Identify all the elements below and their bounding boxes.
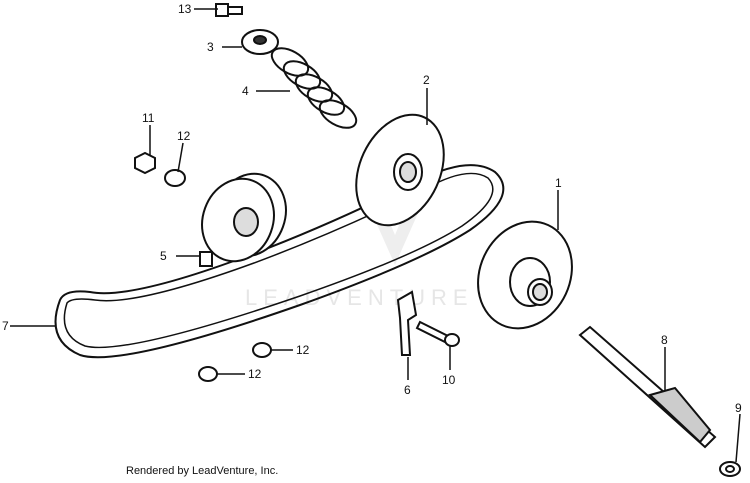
callout-3: 3 xyxy=(207,40,214,54)
callout-1: 1 xyxy=(555,176,562,190)
washer xyxy=(719,461,741,477)
callout-9: 9 xyxy=(735,401,742,415)
callout-4: 4 xyxy=(242,84,249,98)
callout-11: 11 xyxy=(142,111,155,125)
callout-13: 13 xyxy=(178,2,192,16)
spring xyxy=(270,47,358,129)
shaft xyxy=(578,325,717,449)
nut-12a xyxy=(164,169,186,187)
spring-cap xyxy=(241,29,279,55)
callout-12a: 12 xyxy=(177,129,191,143)
drive-pulley xyxy=(477,220,573,330)
nut-11 xyxy=(134,151,156,175)
watermark-text: LEADVENTURE xyxy=(245,285,474,310)
bolt-top xyxy=(215,3,243,17)
nut-12c xyxy=(198,366,218,382)
idler-pulley xyxy=(199,172,287,267)
callout-12b: 12 xyxy=(296,343,310,357)
callout-2: 2 xyxy=(423,73,430,87)
callout-10: 10 xyxy=(442,373,456,387)
footer-credit: Rendered by LeadVenture, Inc. xyxy=(126,465,279,477)
driven-pulley xyxy=(355,113,445,227)
leader-lines xyxy=(10,8,741,463)
bolt-10 xyxy=(415,320,460,347)
nut-12b xyxy=(252,342,272,358)
callout-8: 8 xyxy=(661,333,668,347)
callouts: 13 3 4 2 1 11 12 5 7 12 12 6 10 8 9 xyxy=(2,2,742,415)
callout-7: 7 xyxy=(2,319,9,333)
callout-12c: 12 xyxy=(248,367,262,381)
callout-5: 5 xyxy=(160,249,167,263)
callout-6: 6 xyxy=(404,383,411,397)
drive-belt xyxy=(54,164,505,359)
bracket xyxy=(396,290,418,356)
